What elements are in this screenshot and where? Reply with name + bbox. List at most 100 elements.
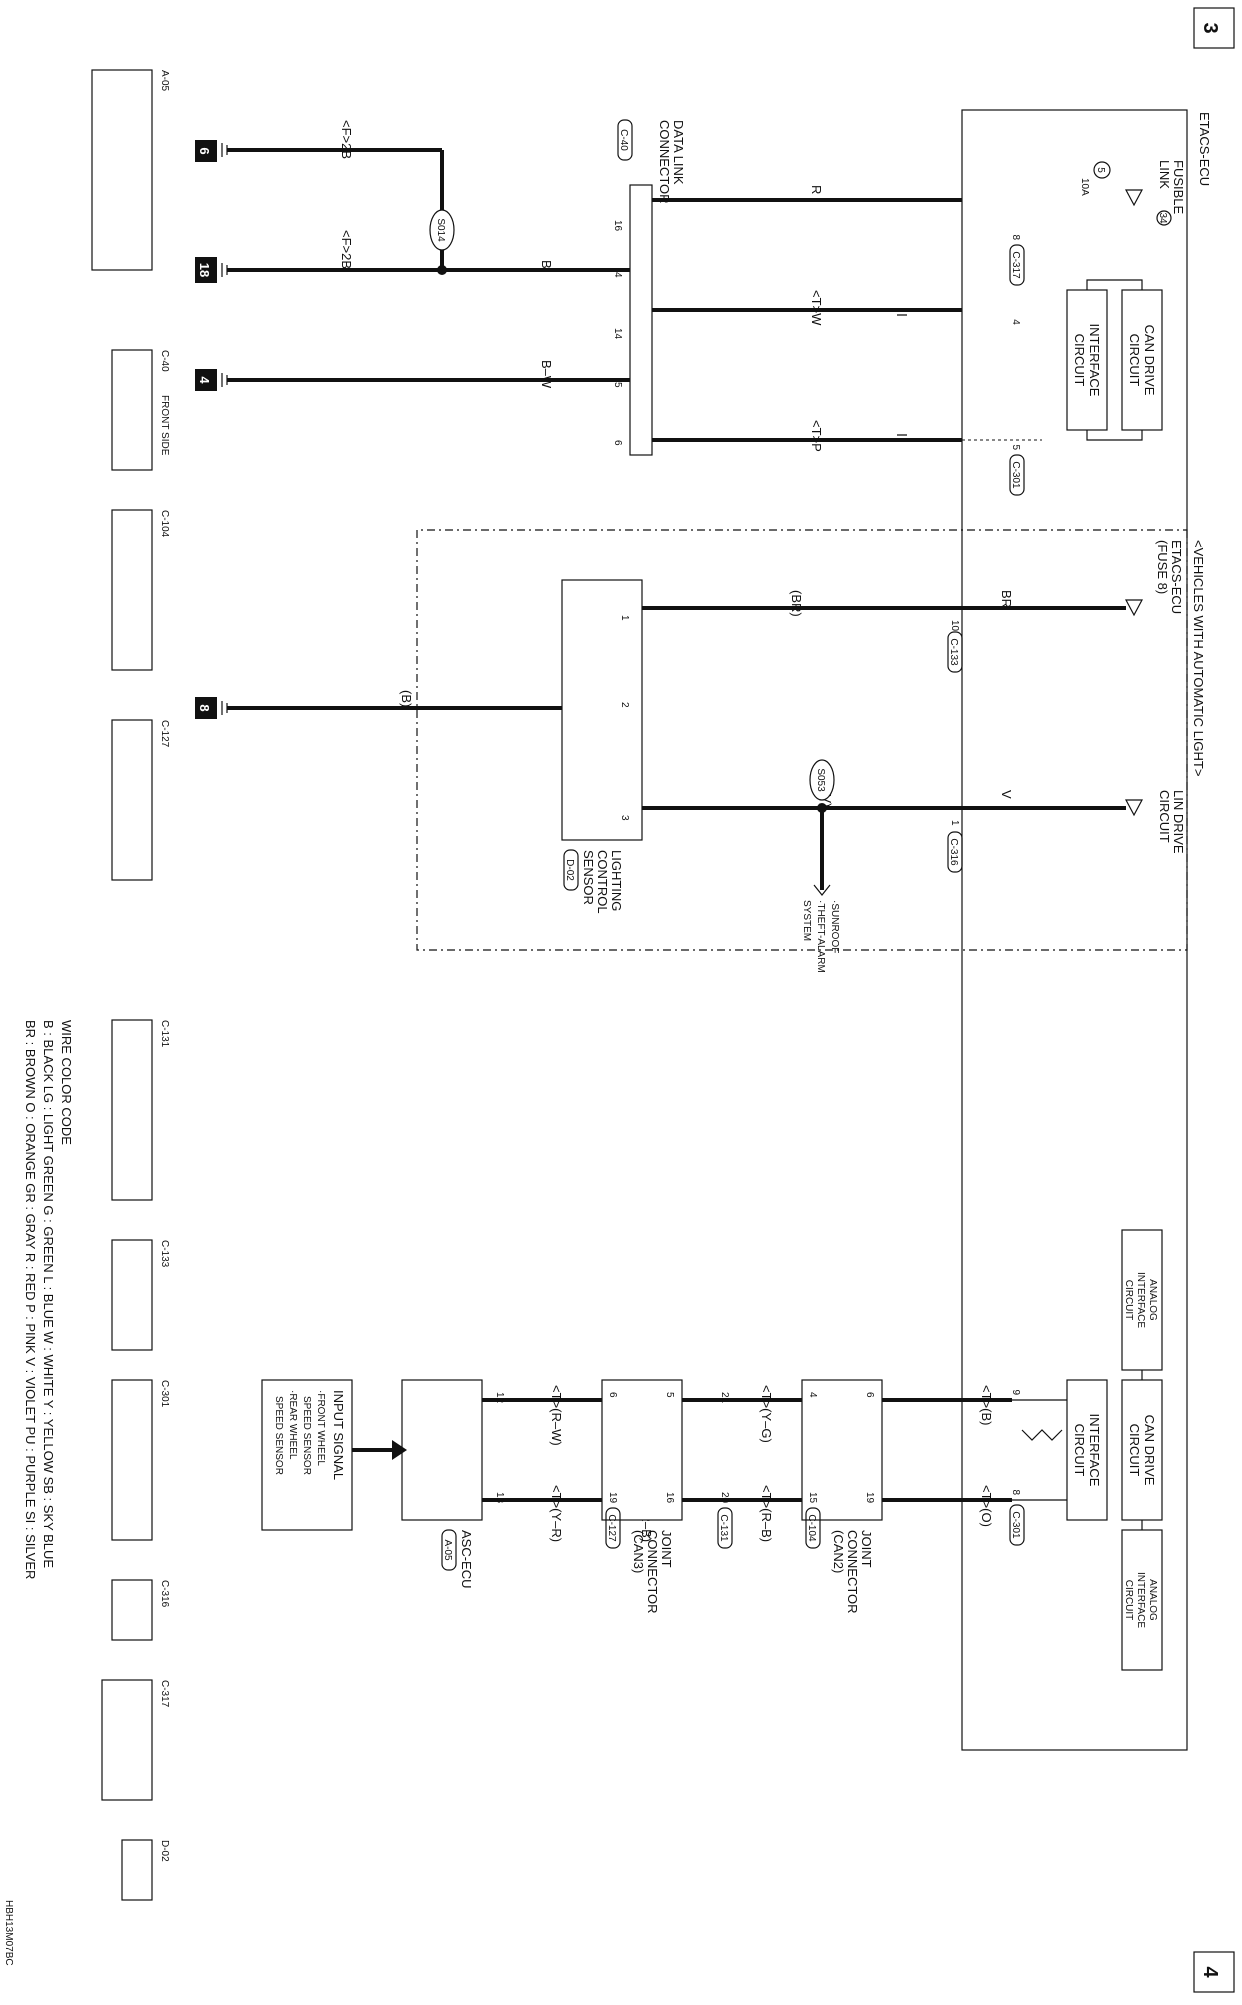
interface-lower-label-1: INTERFACE bbox=[1087, 1414, 1102, 1487]
fusible-link-label-1: FUSIBLE bbox=[1171, 160, 1186, 215]
splice-s014-label: S014 bbox=[435, 218, 446, 242]
pin-1-c316: 1 bbox=[949, 820, 960, 826]
connector-c301-upper: C-301 bbox=[1010, 461, 1021, 489]
pin-4-etacs: 4 bbox=[1010, 319, 1021, 325]
wire-label-f2b-2: <F>2B bbox=[339, 230, 354, 269]
pin-8-etacs: 8 bbox=[1010, 1489, 1021, 1495]
connector-face-c316: C-316 bbox=[111, 1579, 170, 1641]
wire-label-b: B bbox=[539, 260, 554, 269]
sensor-pin-3: 3 bbox=[619, 815, 630, 821]
lin-drive-label-1: LIN DRIVE bbox=[1171, 790, 1186, 854]
splice-s053 bbox=[809, 759, 835, 801]
interface-label-2: CIRCUIT bbox=[1072, 334, 1087, 387]
sunroof-label-1: ·SUNROOF bbox=[829, 900, 840, 953]
input-signal-item-1: ·FRONT WHEEL bbox=[315, 1390, 326, 1466]
svg-text:C-127: C-127 bbox=[159, 720, 170, 748]
jc3-pin-5: 5 bbox=[664, 1392, 675, 1398]
automatic-light-group bbox=[416, 529, 1188, 951]
pin-5-dlc: 5 bbox=[612, 382, 623, 388]
connector-a05: A-05 bbox=[442, 1539, 453, 1561]
connector-c317: C-317 bbox=[1010, 251, 1021, 279]
splice-s053-label: S053 bbox=[815, 768, 826, 792]
etacs-ecu-title: ETACS-ECU bbox=[1197, 112, 1212, 186]
connector-face-c104: C-104 bbox=[111, 509, 170, 671]
jc2-pin-19: 19 bbox=[864, 1492, 875, 1504]
analog-label-2: INTERFACE bbox=[1135, 1272, 1146, 1328]
sunroof-label-3: SYSTEM bbox=[801, 900, 812, 941]
svg-text:C-316: C-316 bbox=[159, 1580, 170, 1608]
pin-6-dlc: 6 bbox=[612, 440, 623, 446]
analog-lower-label-1: ANALOG bbox=[1147, 1579, 1158, 1621]
fuse8-label-1: ETACS-ECU bbox=[1169, 540, 1184, 614]
connector-d02-badge bbox=[563, 849, 579, 891]
connector-c133-badge bbox=[947, 631, 963, 673]
asc-ecu bbox=[401, 1379, 483, 1521]
wire-label-tyr: <T>(Y–R) bbox=[549, 1485, 564, 1542]
wire-label-b-paren: (B) bbox=[399, 690, 414, 707]
pin-21: 21 bbox=[719, 1392, 730, 1404]
jc2-pin-6: 6 bbox=[864, 1392, 875, 1398]
interface-lower-label-2: CIRCUIT bbox=[1072, 1424, 1087, 1477]
can-drive-lower-label-1: CAN DRIVE bbox=[1142, 1415, 1157, 1486]
jc3-label-1: JOINT bbox=[659, 1530, 674, 1568]
connector-c127-badge bbox=[605, 1507, 621, 1549]
pin-4-dlc: 4 bbox=[612, 272, 623, 278]
sensor-pin-1: 1 bbox=[619, 615, 630, 621]
svg-text:C-317: C-317 bbox=[159, 1680, 170, 1708]
connector-c317-badge bbox=[1009, 244, 1025, 286]
fusible-link-label-2: LINK bbox=[1157, 160, 1172, 189]
fusible-link-number-circle bbox=[1156, 210, 1172, 226]
figure-code: HBH13M07BC bbox=[3, 1900, 14, 1966]
can-drive-lower-label-2: CIRCUIT bbox=[1127, 1424, 1142, 1477]
ground-6-badge bbox=[195, 140, 217, 162]
wire-label-tw: <T>W bbox=[809, 290, 824, 326]
connector-face-c317: C-317 bbox=[101, 1679, 170, 1801]
sensor-label-3: SENSOR bbox=[581, 850, 596, 905]
fusible-link-symbol bbox=[1125, 189, 1143, 207]
input-signal-box bbox=[261, 1379, 353, 1531]
connector-d02: D-02 bbox=[564, 859, 575, 881]
analog-label-1: ANALOG bbox=[1147, 1279, 1158, 1321]
connector-c127: C-127 bbox=[606, 1514, 617, 1542]
sunroof-label-2: ·THEFT-ALARM bbox=[815, 900, 826, 973]
ground-6: 6 bbox=[197, 147, 212, 154]
terminating-resistor bbox=[1021, 1429, 1063, 1441]
can-drive-label-2: CIRCUIT bbox=[1127, 334, 1142, 387]
asc-ecu-label: ASC-ECU bbox=[459, 1530, 474, 1589]
analog-label-3: CIRCUIT bbox=[1123, 1280, 1134, 1321]
pin-20: 20 bbox=[719, 1492, 730, 1504]
connector-face-c40: C-40 FRONT SIDE bbox=[111, 349, 170, 471]
svg-text:C-40: C-40 bbox=[159, 350, 170, 372]
fuse-5-circle bbox=[1093, 161, 1111, 179]
wire-color-code-title: WIRE COLOR CODE bbox=[59, 1020, 74, 1145]
wire-label-v: V bbox=[999, 790, 1014, 799]
splice-s014 bbox=[429, 209, 455, 251]
pin-9-etacs: 9 bbox=[1010, 1389, 1021, 1395]
asc-pin-13: 13 bbox=[494, 1492, 505, 1504]
jc2-label-3: (CAN2) bbox=[831, 1530, 846, 1573]
wire-label-f2b-1: <F>2B bbox=[339, 120, 354, 159]
wire-color-code-line-1: B : BLACK LG : LIGHT GREEN G : GREEN L :… bbox=[41, 1020, 56, 1568]
pin-10: 10 bbox=[949, 620, 960, 632]
jc3-label-3: (CAN3) bbox=[631, 1530, 646, 1573]
pin-14: 14 bbox=[612, 328, 623, 340]
connector-face-c133: C-133 bbox=[111, 1239, 170, 1351]
jc3-pin-16: 16 bbox=[664, 1492, 675, 1504]
page-number-box-left bbox=[1193, 7, 1235, 49]
interface-label-1: INTERFACE bbox=[1087, 324, 1102, 397]
pin-8-c317: 8 bbox=[1010, 234, 1021, 240]
connector-face-c301: C-301 bbox=[111, 1379, 170, 1541]
pin-16: 16 bbox=[612, 220, 623, 232]
lin-drive-label-2: CIRCUIT bbox=[1157, 790, 1172, 843]
connector-c131: C-131 bbox=[718, 1514, 729, 1542]
jc2-label-1: JOINT bbox=[859, 1530, 874, 1568]
input-signal-title: INPUT SIGNAL bbox=[331, 1390, 346, 1480]
automatic-light-group-title: <VEHICLES WITH AUTOMATIC LIGHT> bbox=[1191, 540, 1206, 776]
svg-text:C-104: C-104 bbox=[159, 510, 170, 538]
ground-4: 4 bbox=[197, 376, 212, 384]
connector-c104-badge bbox=[805, 1507, 821, 1549]
can-drive-label-1: CAN DRIVE bbox=[1142, 325, 1157, 396]
wire-label-br: BR bbox=[999, 590, 1014, 608]
input-signal-item-2: SPEED SENSOR bbox=[301, 1396, 312, 1475]
